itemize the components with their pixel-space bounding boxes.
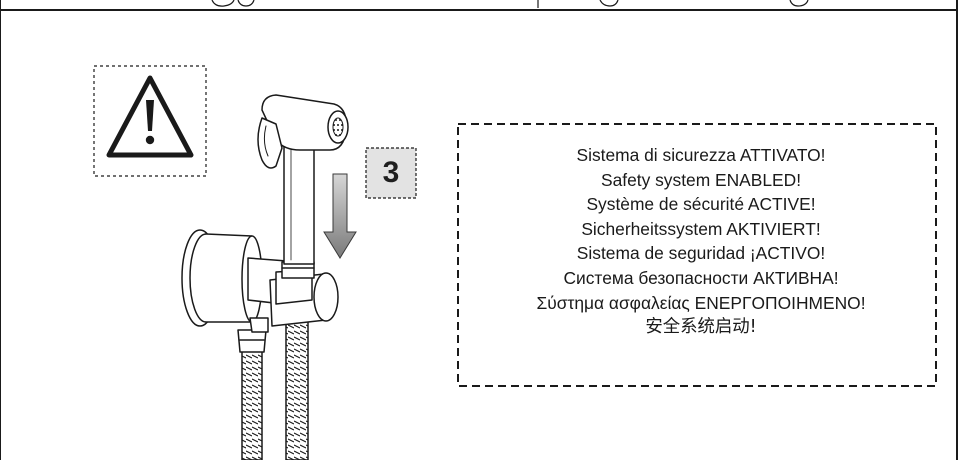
safety-message-english: Safety system ENABLED! (600, 169, 802, 190)
wall-flange (181, 229, 263, 327)
arrow-down-icon (323, 173, 357, 259)
safety-message-french: Système de sécurité ACTIVE! (586, 194, 816, 215)
safety-message-spanish: Sistema de seguridad ¡ACTIVO! (576, 243, 826, 264)
bidet-shower-illustration (181, 94, 349, 460)
shower-hose (237, 309, 309, 460)
safety-message-chinese: 安全系统启动! (645, 317, 757, 338)
safety-message-greek: Σύστημα ασφαλείας ΕΝΕΡΓΟΠΟΙΗΜΕΝΟ! (536, 292, 866, 313)
warning-panel (93, 65, 207, 177)
safety-message-italian: Sistema di sicurezza ATTIVATO! (576, 145, 826, 165)
step-indicator (365, 147, 417, 199)
safety-message-russian: Система безопасности АКТИВНА! (563, 267, 839, 288)
hand-shower-head (257, 94, 349, 169)
step-number: 3 (382, 156, 400, 189)
safety-messages: Sistema di sicurezza ATTIVATO! Safety sy… (458, 143, 944, 340)
warning-triangle-icon (106, 75, 194, 158)
valve-body (247, 257, 339, 333)
safety-message-box (457, 123, 937, 387)
safety-message-german: Sicherheitssystem AKTIVIERT! (581, 218, 821, 239)
top-panel-fragments (211, 0, 809, 8)
hand-shower-handle (283, 133, 315, 265)
